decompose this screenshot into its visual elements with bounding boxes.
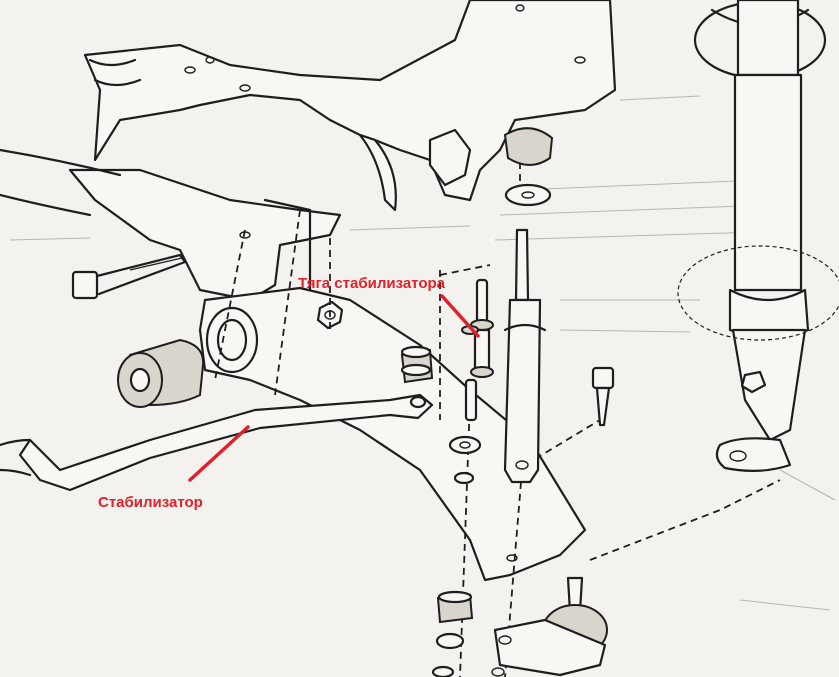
stabilizer-link bbox=[461, 278, 494, 422]
stabilizer-link-pointer bbox=[440, 294, 480, 338]
stabilizer-bar bbox=[0, 393, 434, 492]
highlight-ellipse bbox=[677, 245, 839, 341]
strut-rod bbox=[503, 228, 547, 484]
long-bolt bbox=[71, 253, 187, 300]
link-bushings bbox=[400, 345, 482, 677]
subframe bbox=[0, 0, 617, 302]
arm-bushing bbox=[117, 338, 205, 408]
stabilizer-link-label: Тяга стабилизатора bbox=[298, 275, 445, 292]
top-mount bbox=[503, 127, 554, 207]
stabilizer-label: Стабилизатор bbox=[98, 494, 203, 511]
strut-bolt bbox=[591, 366, 615, 427]
ball-joint bbox=[491, 576, 608, 677]
stabilizer-pointer bbox=[188, 425, 250, 482]
background-print-through bbox=[9, 95, 836, 611]
lower-control-arm bbox=[198, 286, 587, 582]
strut-assembly bbox=[677, 0, 839, 472]
